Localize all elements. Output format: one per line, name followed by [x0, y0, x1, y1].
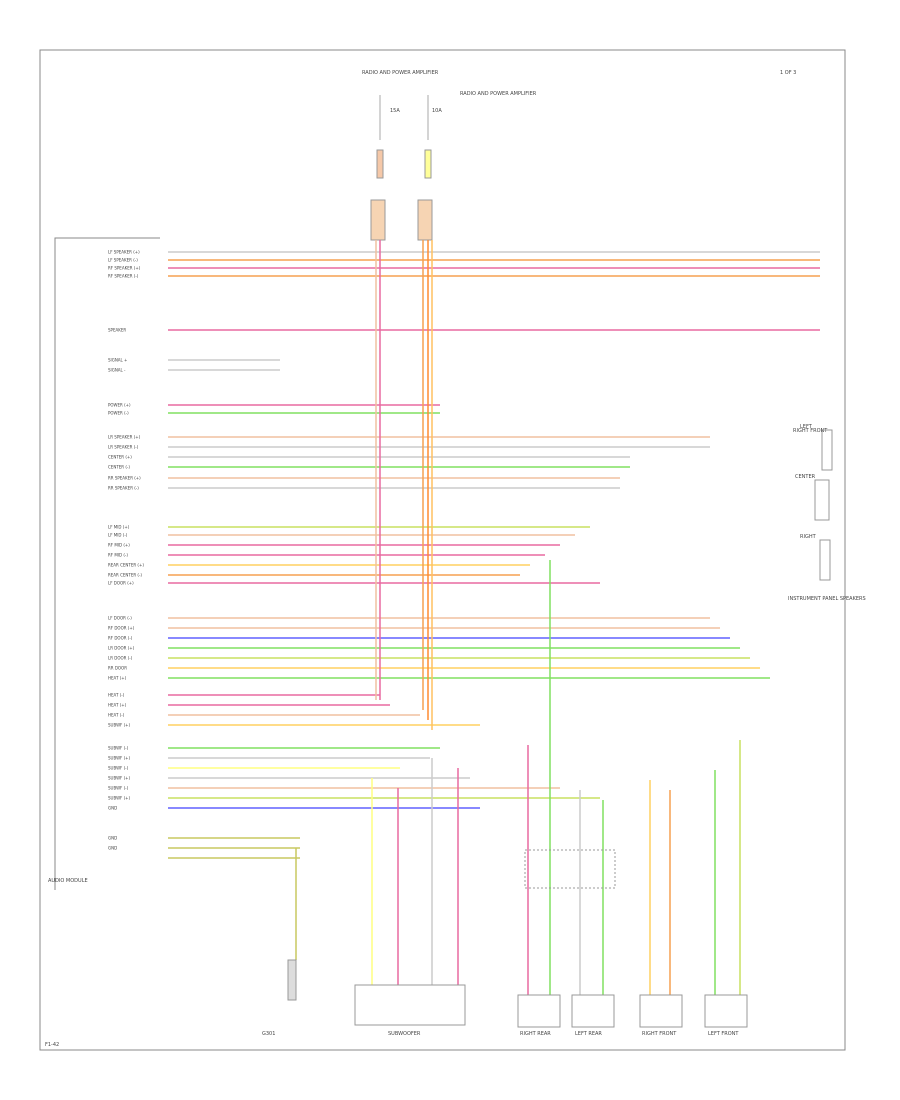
pin-label: CENTER (+): [108, 455, 132, 460]
footer-code: F1-42: [45, 1042, 59, 1048]
pin-label: RF MID (-): [108, 553, 128, 558]
pin-label: LF SPEAKER (+): [108, 250, 140, 255]
pin-label: CENTER (-): [108, 465, 130, 470]
connector-c1-icon: [370, 199, 386, 241]
pin-label: SUBWF (+): [108, 776, 131, 781]
pin-label: SUBWF (-): [108, 786, 129, 791]
top-module-label: RADIO AND POWER AMPLIFIER: [362, 70, 439, 76]
fuse-label-1: 15A: [390, 108, 400, 114]
fuse-note: RADIO AND POWER AMPLIFIER: [460, 91, 537, 97]
pin-label: HEAT (+): [108, 703, 127, 708]
pin-label: SPEAKER: [108, 328, 126, 333]
pin-label: LR SPEAKER (+): [108, 435, 141, 440]
pin-label: POWER (+): [108, 403, 131, 408]
vertical-feeders: [375, 240, 433, 730]
speaker-1-label: RIGHT REAR: [520, 1031, 551, 1037]
pin-label: LF DOOR (+): [108, 581, 134, 586]
speaker-2-label: LEFT REAR: [575, 1031, 602, 1037]
bottom-components: G301 SUBWOOFER RIGHT REAR LEFT REAR RIGH…: [45, 849, 748, 1048]
right-component-3: RIGHT: [800, 534, 817, 540]
pin-label: LF MID (+): [108, 525, 130, 530]
speaker-2-icon: [571, 994, 615, 1028]
right-module-label: INSTRUMENT PANEL SPEAKERS: [788, 596, 866, 602]
right-component-1: LEFT: [800, 424, 813, 430]
left-ip-speaker-icon: [821, 429, 833, 471]
pin-label: SUBWF (+): [108, 756, 131, 761]
fuse-1-icon: [376, 149, 384, 179]
pin-label: RR SPEAKER (+): [108, 476, 141, 481]
pin-label: HEAT (-): [108, 693, 125, 698]
pin-label: RF DOOR (-): [108, 636, 133, 641]
pin-label: GND: [108, 846, 117, 851]
pin-label: LR SPEAKER (-): [108, 445, 139, 450]
pin-label-column: LF SPEAKER (+) LF SPEAKER (-) RF SPEAKER (…: [108, 250, 144, 851]
subwoofer-label: SUBWOOFER: [388, 1031, 421, 1037]
left-module-label: AUDIO MODULE: [48, 878, 88, 884]
subwoofer-box-icon: [354, 984, 466, 1026]
pin-label: LF MID (-): [108, 533, 128, 538]
pin-label: HEAT (-): [108, 713, 125, 718]
speaker-3-label: RIGHT FRONT: [642, 1031, 677, 1037]
pin-label: REAR CENTER (+): [108, 563, 144, 568]
pin-label: RF MID (+): [108, 543, 130, 548]
fuse-label-2: 10A: [432, 108, 442, 114]
page-ref-label: 1 OF 3: [780, 70, 796, 76]
pin-label: RR SPEAKER (-): [108, 486, 139, 491]
pin-label: RF SPEAKER (-): [108, 274, 139, 279]
pin-label: REAR CENTER (-): [108, 573, 142, 578]
wire-group: [168, 251, 820, 859]
top-fuse-area: RADIO AND POWER AMPLIFIER 1 OF 3 15A 10A…: [362, 70, 796, 241]
speaker-4-icon: [704, 994, 748, 1028]
right-side-note: RIGHT FRONT: [793, 428, 828, 434]
ground-connector-icon: [287, 959, 297, 1001]
diagram-frame: [39, 49, 846, 1051]
speaker-3-icon: [639, 994, 683, 1028]
fuse-2-icon: [424, 149, 432, 179]
pin-label: SIGNAL -: [108, 368, 126, 373]
bottom-wire-group: [295, 560, 741, 995]
center-ip-speaker-icon: [814, 479, 830, 521]
pin-label: POWER (-): [108, 411, 129, 416]
connector-c2-icon: [417, 199, 433, 241]
mid-module-icon: [524, 849, 616, 889]
speaker-4-label: LEFT FRONT: [708, 1031, 739, 1037]
pin-label: SUBWF (-): [108, 746, 129, 751]
pin-label: LR DOOR (+): [108, 646, 135, 651]
pin-label: GND: [108, 836, 117, 841]
pin-label: SUBWF (+): [108, 723, 131, 728]
pin-label: LR DOOR (-): [108, 656, 133, 661]
pin-label: SUBWF (-): [108, 766, 129, 771]
pin-label: SIGNAL +: [108, 358, 127, 363]
pin-label: LF SPEAKER (-): [108, 258, 138, 263]
pin-label: LF DOOR (-): [108, 616, 132, 621]
pin-label: RF DOOR (+): [108, 626, 135, 631]
pin-label: RF SPEAKER (+): [108, 266, 141, 271]
right-component-2: CENTER: [795, 474, 816, 480]
pin-label: RR DOOR: [108, 666, 127, 671]
pin-label: SUBWF (+): [108, 796, 131, 801]
right-components: RIGHT FRONT LEFT CENTER RIGHT INSTRUMENT…: [788, 424, 866, 602]
pin-label: HEAT (+): [108, 676, 127, 681]
left-module: AUDIO MODULE: [48, 237, 160, 890]
ground-label: G301: [262, 1031, 275, 1037]
pin-label: GND: [108, 806, 117, 811]
speaker-1-icon: [517, 994, 561, 1028]
right-ip-speaker-icon: [819, 539, 831, 581]
